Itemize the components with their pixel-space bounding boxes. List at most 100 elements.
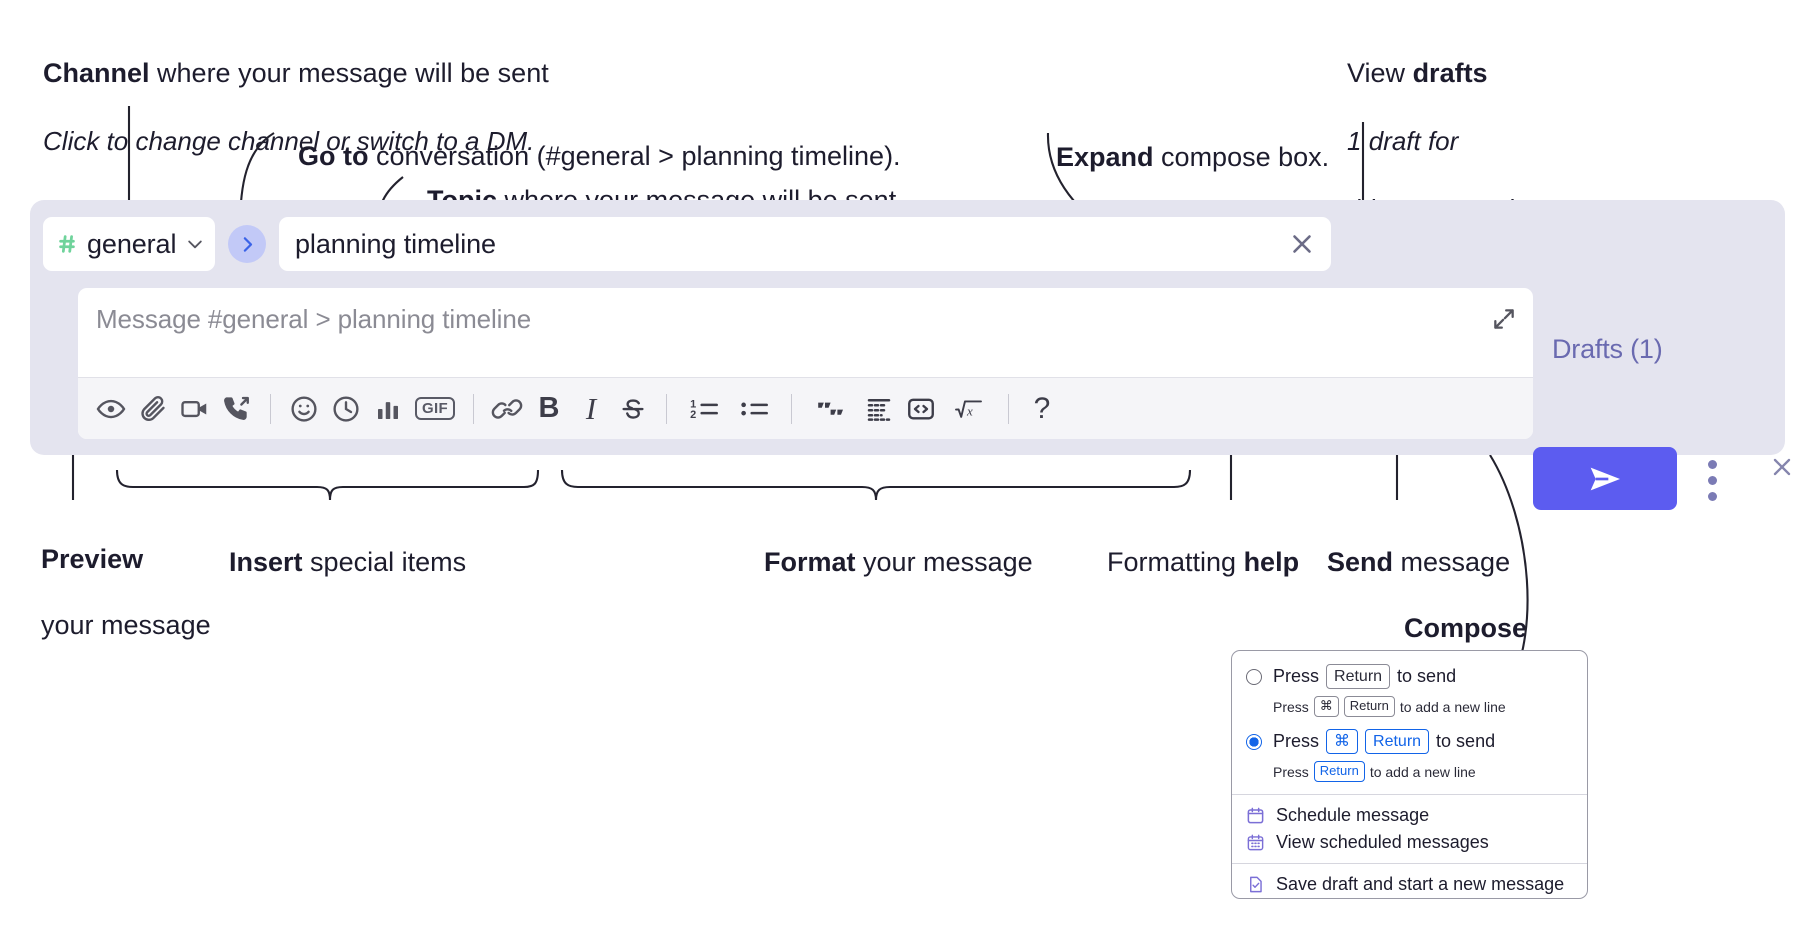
radio-option-cmd-return-sub: Press Return to add a new line [1232, 761, 1587, 783]
more-vertical-icon[interactable] [1708, 460, 1718, 501]
menu-item-save-draft[interactable]: Save draft and start a new message [1232, 871, 1587, 898]
document-check-icon [1246, 875, 1265, 894]
annotation-format: Format your message [749, 511, 1033, 579]
inline-code-icon[interactable] [900, 388, 942, 430]
phone-forward-icon[interactable] [216, 388, 258, 430]
radio-option-suffix: to send [1397, 666, 1457, 687]
annotation-drafts-italic1: 1 draft for [1347, 126, 1459, 157]
attachment-icon[interactable] [132, 388, 174, 430]
link-icon[interactable] [486, 388, 528, 430]
blockquote-icon[interactable] [804, 388, 858, 430]
menu-divider [1232, 794, 1587, 796]
gif-label: GIF [415, 397, 455, 420]
radio-option-cmd-return[interactable]: Press ⌘ Return to send [1232, 729, 1587, 755]
annotation-help-bold: help [1243, 547, 1300, 578]
annotation-formatting-help: Formatting help [1092, 511, 1299, 579]
topic-value: planning timeline [295, 228, 496, 259]
menu-item-label: View scheduled messages [1276, 832, 1489, 853]
annotation-goto-bold: Go to [298, 141, 369, 172]
bold-icon[interactable]: B [528, 388, 570, 430]
menu-item-view-scheduled[interactable]: View scheduled messages [1232, 829, 1587, 856]
bar-chart-icon[interactable] [367, 388, 409, 430]
drafts-link[interactable]: Drafts (1) [1552, 334, 1663, 364]
close-icon[interactable] [1768, 453, 1796, 481]
svg-text:x: x [966, 403, 973, 418]
help-label: ? [1033, 391, 1051, 425]
calendar-grid-icon [1246, 833, 1265, 852]
annotation-drafts-lead: View [1347, 58, 1413, 89]
close-icon[interactable] [1287, 229, 1317, 259]
message-compose-box[interactable]: Message #general > planning timeline [78, 288, 1533, 439]
key-return: Return [1313, 761, 1365, 783]
annotation-insert: Insert special items [214, 511, 466, 579]
help-question-icon[interactable]: ? [1021, 388, 1063, 430]
bulleted-list-icon[interactable] [729, 388, 779, 430]
math-sqrt-icon[interactable]: x [942, 388, 996, 430]
italic-icon[interactable]: I [570, 388, 612, 430]
channel-name: general [87, 228, 177, 259]
chevron-right-icon [237, 234, 258, 255]
italic-label: I [585, 390, 597, 426]
menu-item-label: Save draft and start a new message [1276, 874, 1565, 895]
annotation-channel-rest: where your message will be sent [149, 58, 549, 89]
gif-icon[interactable]: GIF [409, 388, 461, 430]
annotation-expand-bold: Expand [1056, 142, 1154, 173]
sub-suffix: to add a new line [1399, 698, 1506, 715]
hash-icon [56, 233, 78, 255]
compose-panel: general planning timeline [30, 200, 1791, 476]
strikethrough-icon[interactable] [612, 388, 654, 430]
kebab-dot [1708, 476, 1717, 485]
separator-5 [1008, 393, 1009, 424]
radio-unselected[interactable] [1246, 668, 1262, 685]
key-command: ⌘ [1326, 729, 1359, 755]
annotation-compose-options-bold1: Compose [1404, 612, 1528, 643]
chevron-down-icon[interactable] [185, 234, 205, 254]
annotation-preview-bold: Preview [41, 543, 144, 574]
video-camera-icon[interactable] [174, 388, 216, 430]
bold-label: B [538, 392, 560, 424]
preview-icon[interactable] [90, 388, 132, 430]
kebab-dot [1708, 492, 1717, 501]
kebab-dot [1708, 460, 1717, 469]
ordered-list-icon[interactable]: 1 2 [679, 388, 729, 430]
message-placeholder: Message #general > planning timeline [96, 304, 532, 334]
annotation-help-lead: Formatting [1107, 547, 1244, 578]
radio-option-return[interactable]: Press Return to send [1232, 664, 1587, 690]
radio-option-prefix: Press [1273, 666, 1320, 687]
menu-item-label: Schedule message [1276, 805, 1430, 826]
emoji-smiley-icon[interactable] [283, 388, 325, 430]
goto-conversation-button[interactable] [228, 225, 266, 263]
annotation-format-bold: Format [764, 547, 856, 578]
code-block-icon[interactable] [858, 388, 900, 430]
send-paper-plane-icon [1585, 459, 1625, 499]
annotation-goto-rest: conversation (#general > planning timeli… [368, 141, 901, 172]
menu-divider [1232, 863, 1587, 865]
radio-option-prefix: Press [1273, 731, 1320, 752]
calendar-clock-icon [1246, 806, 1265, 825]
expand-diagonal-icon[interactable] [1491, 306, 1517, 332]
send-button[interactable] [1533, 447, 1677, 510]
radio-selected[interactable] [1246, 733, 1262, 750]
clock-icon[interactable] [325, 388, 367, 430]
key-return: Return [1326, 664, 1391, 690]
annotation-format-rest: your message [855, 547, 1033, 578]
menu-item-schedule-message[interactable]: Schedule message [1232, 802, 1587, 829]
annotation-insert-rest: special items [302, 547, 467, 578]
separator-3 [666, 393, 667, 424]
annotation-expand-rest: compose box. [1153, 142, 1330, 173]
key-return: Return [1343, 696, 1395, 718]
annotation-send-rest: message [1393, 547, 1511, 578]
svg-text:1: 1 [690, 398, 696, 410]
compose-options-menu: Press Return to send Press ⌘ Return to a… [1231, 650, 1588, 899]
key-return: Return [1365, 729, 1430, 755]
topic-input[interactable]: planning timeline [279, 217, 1331, 271]
annotation-goto: Go to conversation (#general > planning … [283, 105, 901, 173]
annotation-drafts-bold: drafts [1412, 58, 1488, 89]
channel-picker[interactable]: general [43, 217, 215, 271]
sub-prefix: Press [1273, 698, 1309, 715]
formatting-toolbar: GIF B I [78, 377, 1533, 439]
compose-header-row: general planning timeline [43, 217, 1331, 271]
key-command: ⌘ [1313, 696, 1339, 718]
annotation-preview-rest: your message [41, 609, 211, 640]
annotation-expand: Expand compose box. [1041, 106, 1329, 174]
